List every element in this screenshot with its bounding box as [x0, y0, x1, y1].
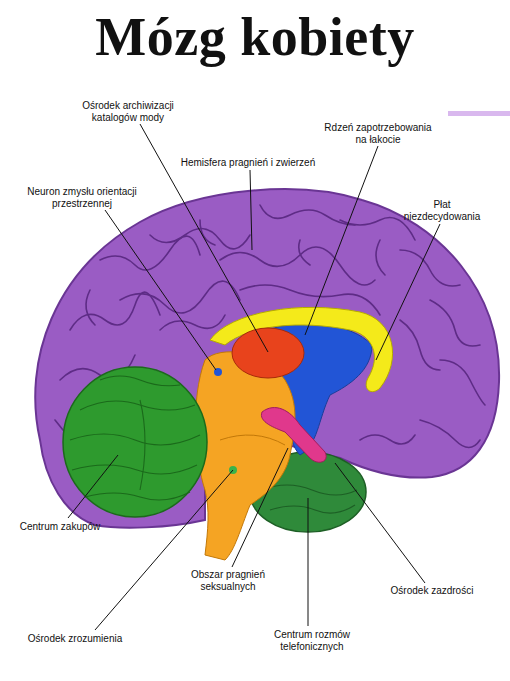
part-label: Ośrodek zrozumienia — [10, 633, 140, 645]
part-label: Obszar pragnień seksualnych — [183, 569, 273, 593]
page-title: Mózg kobiety — [0, 6, 510, 68]
part-label: Hemisfera pragnień i zwierzeń — [163, 157, 333, 169]
hypothalamus — [261, 408, 326, 463]
part-label: Neuron zmysłu orientacji przestrzennej — [18, 186, 146, 210]
part-label: Ośrodek archiwizacji katalogów mody — [73, 100, 183, 124]
cerebellum — [63, 367, 207, 517]
pons-line — [220, 435, 285, 445]
brainstem — [196, 352, 295, 560]
part-label: Płat niezdecydowania — [399, 199, 485, 223]
part-label: Rdzeń zapotrzebowania na łakocie — [318, 122, 438, 146]
part-label: Centrum rozmów telefonicznych — [265, 629, 360, 653]
part-label: Centrum zakupów — [5, 521, 115, 533]
decor-bar — [448, 111, 510, 116]
temporal-folds — [262, 485, 357, 513]
cerebellum-folia — [70, 376, 200, 500]
part-label: Ośrodek zazdrości — [372, 585, 492, 597]
thalamus — [232, 328, 304, 378]
leader-lines — [68, 124, 440, 630]
